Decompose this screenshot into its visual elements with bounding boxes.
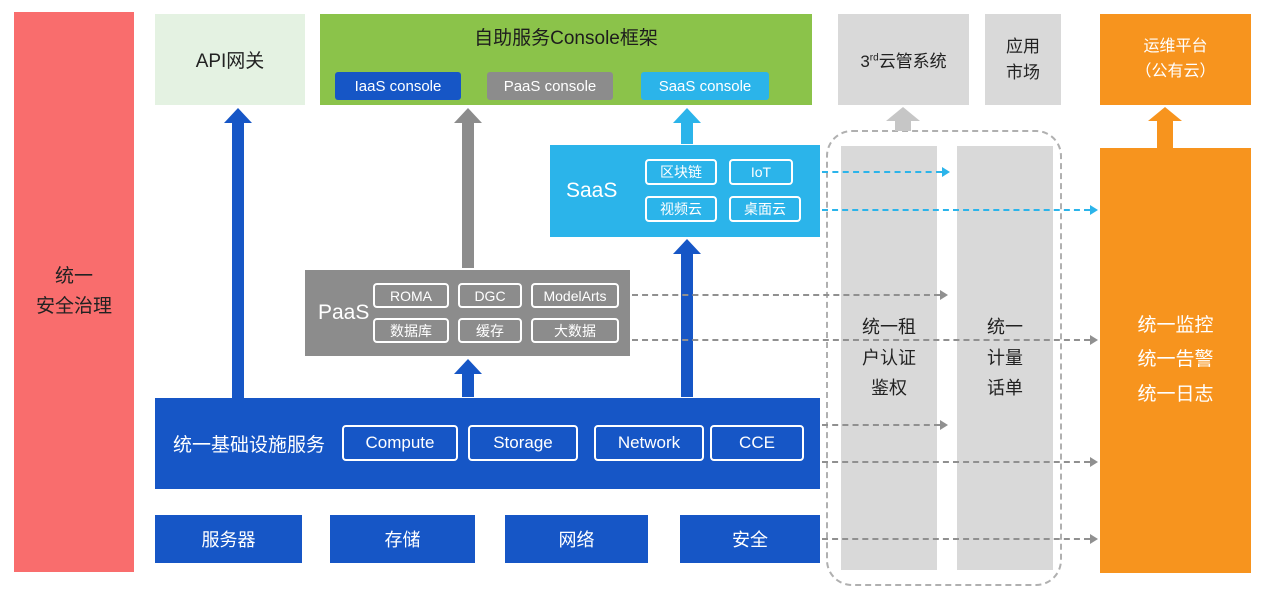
arrow-body (681, 254, 693, 397)
arrow-paas-to-console (454, 108, 482, 268)
line-dash (632, 294, 940, 296)
link-security-hw-to-monitoring (822, 534, 1098, 544)
paas-layer-label: PaaS (318, 301, 370, 324)
storage-chip: Storage (468, 425, 578, 461)
saas-console-button: SaaS console (641, 72, 769, 100)
third-party-cloud-mgmt-box: 3rd云管系统 (838, 14, 969, 105)
paas-layer-box: PaaS ROMA DGC ModelArts 数据库 缓存 大数据 (305, 270, 630, 356)
iot-chip: IoT (729, 159, 793, 185)
line-dash (822, 461, 1090, 463)
link-iaas-to-monitoring (822, 457, 1098, 467)
compute-chip: Compute (342, 425, 458, 461)
arrow-iaas-to-saas (673, 239, 701, 397)
line-dash (822, 209, 1090, 211)
arrow-iaas-to-paas (454, 359, 482, 397)
line-dash (822, 538, 1090, 540)
line-arrowhead (1090, 457, 1098, 467)
storage-hardware-box: 存储 (330, 515, 475, 563)
link-paas-to-metering-pillar (632, 290, 948, 300)
arrow-head (673, 108, 701, 123)
arrow-iaas-to-api-gateway (224, 108, 252, 398)
desktop-cloud-chip: 桌面云 (729, 196, 801, 222)
arrow-saas-to-console (673, 108, 701, 144)
console-framework-box: 自助服务Console框架 IaaS console PaaS console … (320, 14, 812, 105)
arrow-to-third-party-cloud (885, 107, 921, 131)
line-arrowhead (1090, 335, 1098, 345)
server-box: 服务器 (155, 515, 302, 563)
app-market-box: 应用 市场 (985, 14, 1061, 105)
arrow-body (681, 123, 693, 144)
arrow-to-ops-platform (1147, 107, 1183, 148)
tenant-auth-pillar: 统一租 户认证 鉴权 (841, 146, 937, 570)
line-dash (822, 424, 940, 426)
third-party-superscript: rd (869, 52, 879, 64)
network-chip: Network (594, 425, 704, 461)
cache-chip: 缓存 (458, 318, 522, 343)
roma-chip: ROMA (373, 283, 449, 308)
dgc-chip: DGC (458, 283, 522, 308)
line-arrowhead (1090, 205, 1098, 215)
console-framework-title: 自助服务Console框架 (474, 28, 658, 49)
line-arrowhead (940, 420, 948, 430)
link-paas-to-monitoring (632, 335, 1098, 345)
arrow-body (232, 123, 244, 398)
bigdata-chip: 大数据 (531, 318, 619, 343)
metering-billing-pillar: 统一 计量 话单 (957, 146, 1053, 570)
line-arrowhead (1090, 534, 1098, 544)
line-dash (632, 339, 1090, 341)
arrow-body (462, 123, 474, 268)
api-gateway-box: API网关 (155, 14, 305, 105)
cce-chip: CCE (710, 425, 804, 461)
link-iaas-to-metering-pillar (822, 420, 948, 430)
iaas-layer-box: 统一基础设施服务 Compute Storage Network CCE (155, 398, 820, 489)
arrow-head (454, 359, 482, 374)
video-cloud-chip: 视频云 (645, 196, 717, 222)
arrow-head (224, 108, 252, 123)
link-saas-to-auth-pillar (822, 167, 950, 177)
network-hardware-box: 网络 (505, 515, 648, 563)
third-party-suffix: 云管系统 (878, 52, 947, 71)
third-party-prefix: 3 (860, 52, 870, 71)
ops-platform-box: 运维平台 （公有云） (1100, 14, 1251, 105)
blockchain-chip: 区块链 (645, 159, 717, 185)
iaas-console-button: IaaS console (335, 72, 461, 100)
modelarts-chip: ModelArts (531, 283, 619, 308)
saas-layer-label: SaaS (566, 179, 618, 202)
paas-console-button: PaaS console (487, 72, 613, 100)
arrow-head (886, 107, 920, 121)
arrow-head (673, 239, 701, 254)
unified-security-governance-bar: 统一 安全治理 (14, 12, 134, 572)
line-dash (822, 171, 942, 173)
monitoring-alarm-log-bar: 统一监控 统一告警 统一日志 (1100, 148, 1251, 573)
arrow-body (895, 121, 911, 131)
line-arrowhead (942, 167, 950, 177)
arrow-body (462, 374, 474, 397)
database-chip: 数据库 (373, 318, 449, 343)
shared-services-group (826, 130, 1062, 586)
saas-layer-box: SaaS 区块链 IoT 视频云 桌面云 (550, 145, 820, 237)
security-hardware-box: 安全 (680, 515, 820, 563)
third-party-label: 3rd云管系统 (860, 47, 946, 72)
link-saas-to-monitoring (822, 205, 1098, 215)
arrow-head (454, 108, 482, 123)
arrow-head (1148, 107, 1182, 121)
line-arrowhead (940, 290, 948, 300)
iaas-layer-label: 统一基础设施服务 (173, 435, 326, 456)
arrow-body (1157, 121, 1173, 148)
